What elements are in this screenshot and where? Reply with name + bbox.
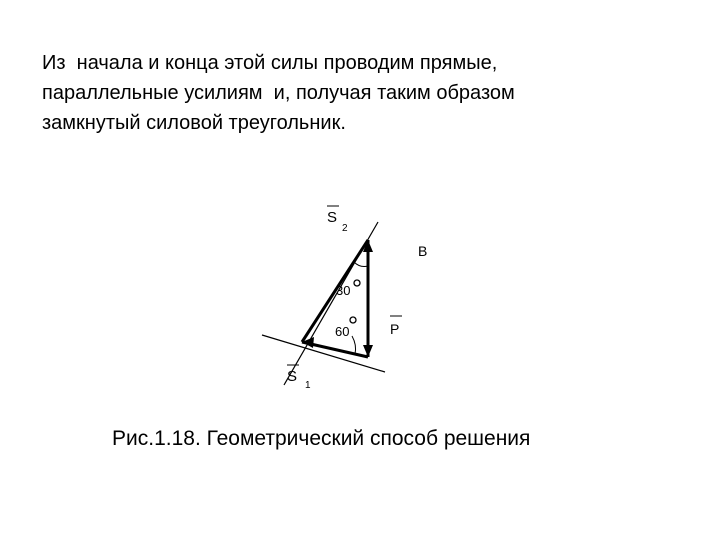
degree-symbol-60: [349, 316, 357, 324]
angle-30-arc: [353, 261, 369, 267]
angle-60-label: 60: [335, 324, 349, 339]
s2-subscript: 2: [342, 223, 348, 234]
s1-construction-line: [261, 334, 386, 373]
force-p-label: P: [390, 321, 399, 337]
paragraph-line-3: замкнутый силовой треугольник.: [42, 112, 346, 134]
paragraph-line-1: Из начала и конца этой силы проводим пря…: [42, 52, 498, 74]
angle-30-label: 30: [336, 283, 350, 298]
s2-label: S: [327, 209, 337, 226]
arrowhead-left: [302, 337, 314, 348]
angle-60-arc: [351, 335, 357, 355]
figure-caption: Рис.1.18. Геометрический способ решения: [112, 427, 531, 450]
arrowhead-bottom: [363, 345, 373, 357]
s1-label: S: [287, 368, 297, 385]
arrowhead-top: [363, 240, 373, 252]
force-s2-side: [300, 239, 370, 343]
degree-symbol-30: [353, 279, 361, 287]
paragraph-line-2: параллельные усилиям и, получая таким об…: [42, 82, 515, 104]
point-b-label: B: [418, 243, 427, 259]
s1-subscript: 1: [305, 380, 311, 391]
body-paragraph: Из начала и конца этой силы проводим пря…: [42, 48, 682, 138]
